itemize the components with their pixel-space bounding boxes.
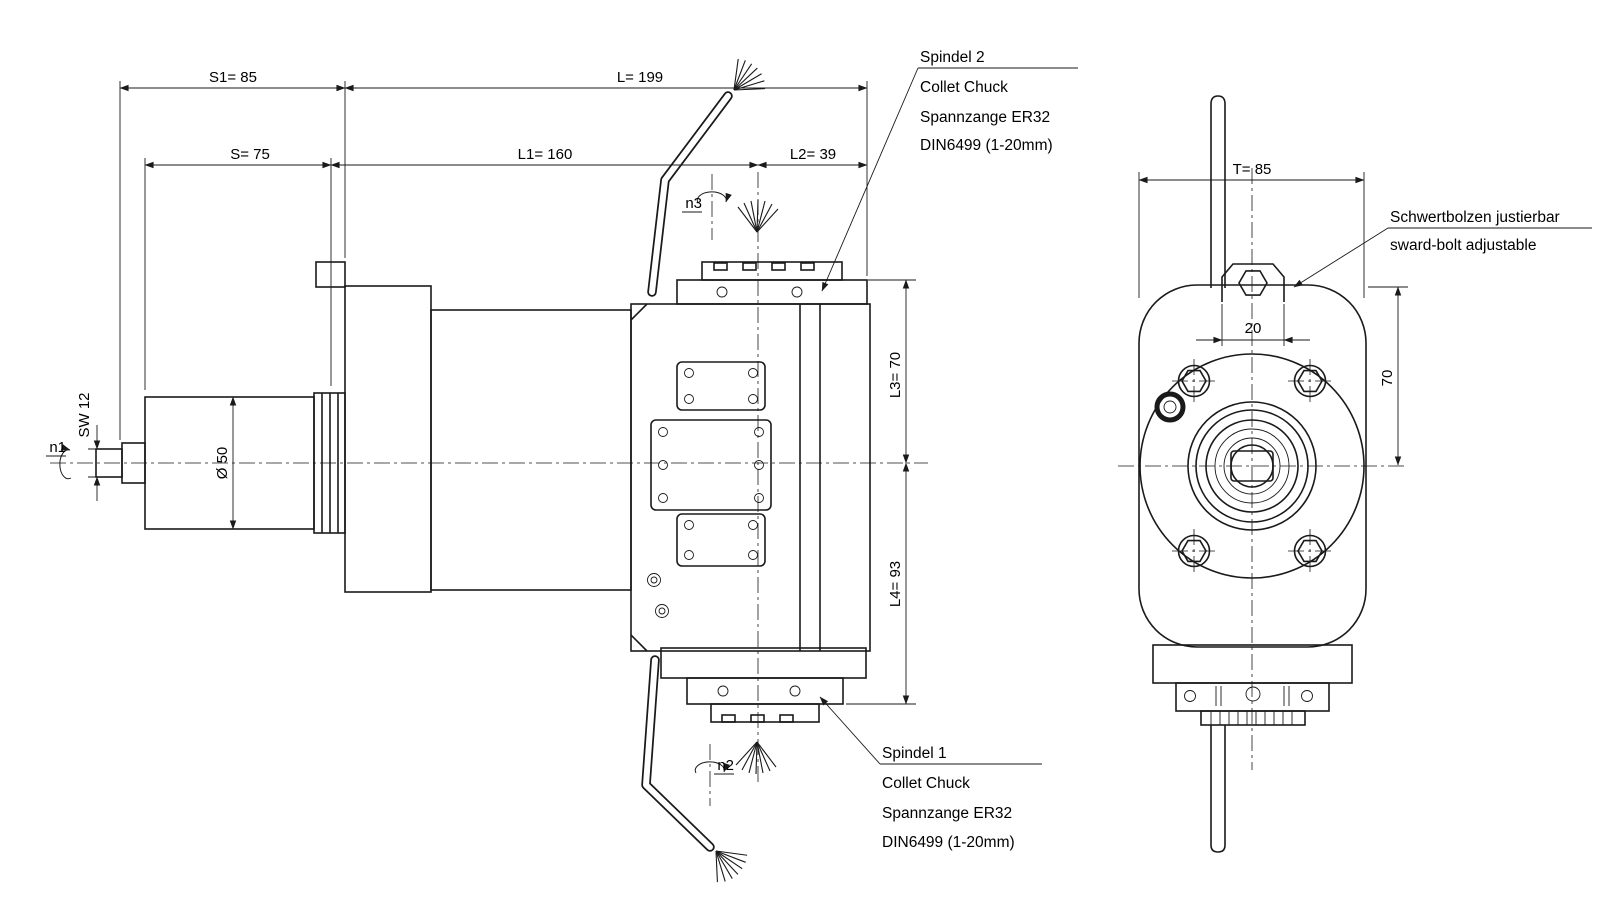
front-view [1118,95,1408,853]
bottom-block-upper [1152,644,1353,684]
coolant-pipe-bottom [641,655,715,852]
small-ports [647,573,669,618]
flange-block [344,285,432,593]
spindle2-assembly [676,261,868,305]
spindle1-callout-title: Spindel 1 [882,745,947,762]
mounting-plate-top [676,361,766,411]
leader-spindle2 [821,67,919,292]
gear-housing [630,303,871,652]
leader-spindle1 [819,696,881,765]
dim-label-sw12: SW 12 [76,392,93,437]
dowel-ring [1154,391,1186,423]
center-bore [1230,444,1274,488]
dim-label-t: T= 85 [1233,161,1272,178]
dim-label-l4: L4= 93 [887,561,904,607]
spindle2-callout-line2: Collet Chuck [920,79,1008,96]
dim-label-20: 20 [1245,320,1262,337]
dim-label-s: S= 75 [230,146,270,163]
flange-circle [1139,353,1365,579]
spindle1-callout-line4: DIN6499 (1-20mm) [882,834,1015,851]
front-view-body [1138,95,1367,648]
spindle2-chuck [701,261,843,281]
spindle1-chuck [686,677,844,705]
spindle1-assembly [660,647,867,723]
callout-leaders [46,67,1592,775]
spray-symbol-spindle1 [735,741,777,775]
dim-label-l2: L2= 39 [790,146,836,163]
sword-bolt-hex [1238,270,1268,296]
mounting-plate-bottom [676,513,766,567]
spindle1-flange [660,647,867,679]
sword-bolt-callout-subtitle: sward-bolt adjustable [1390,237,1536,254]
speed-label-n1: n1 [49,439,66,456]
mounting-plate-middle [650,419,772,511]
dim-label-l3: L3= 70 [887,352,904,398]
dimension-lines [88,81,1408,705]
speed-label-n2: n2 [717,757,734,774]
spindle1-callout-line3: Spannzange ER32 [882,805,1012,822]
speed-label-n3: n3 [685,195,702,212]
flange-bolts [1154,364,1327,568]
spray-symbol-spindle2 [737,199,779,233]
dimension-labels: S1= 85 L= 199 S= 75 L1= 160 L2= 39 L3= 7… [49,69,1396,774]
spindle2-callout-line3: Spannzange ER32 [920,109,1050,126]
spindle2-callout-line4: DIN6499 (1-20mm) [920,137,1053,154]
bolt-centerlines [1172,359,1332,573]
callout-labels: Spindel 2 Collet Chuck Spannzange ER32 D… [882,49,1560,851]
dim-label-70: 70 [1379,370,1396,387]
mounting-plates [650,361,772,567]
mid-body [430,309,632,591]
spindle1-collet [710,703,820,723]
dim-label-l: L= 199 [617,69,663,86]
spindle1-callout-line2: Collet Chuck [882,775,970,792]
sword-bolt [1221,263,1285,302]
serrated-collet [1200,710,1306,726]
spindle2-callout-title: Spindel 2 [920,49,985,66]
top-rod [1210,95,1226,288]
leader-sword-bolt [1293,227,1389,288]
front-view-bottom [1152,644,1353,853]
plate-bolt-holes [658,368,764,560]
sword-bolt-callout-title: Schwertbolzen justierbar [1390,209,1560,226]
dim-label-l1: L1= 160 [518,146,573,163]
side-view [50,53,928,890]
coolant-pipe-top [647,91,733,297]
dim-label-dia50: Ø 50 [214,447,231,480]
front-flange-outline [1138,284,1367,648]
bottom-rod [1210,725,1226,853]
side-view-machine-outline [95,261,871,652]
dim-label-s1: S1= 85 [209,69,257,86]
spindle2-flange [676,279,868,305]
top-tab [315,261,346,288]
